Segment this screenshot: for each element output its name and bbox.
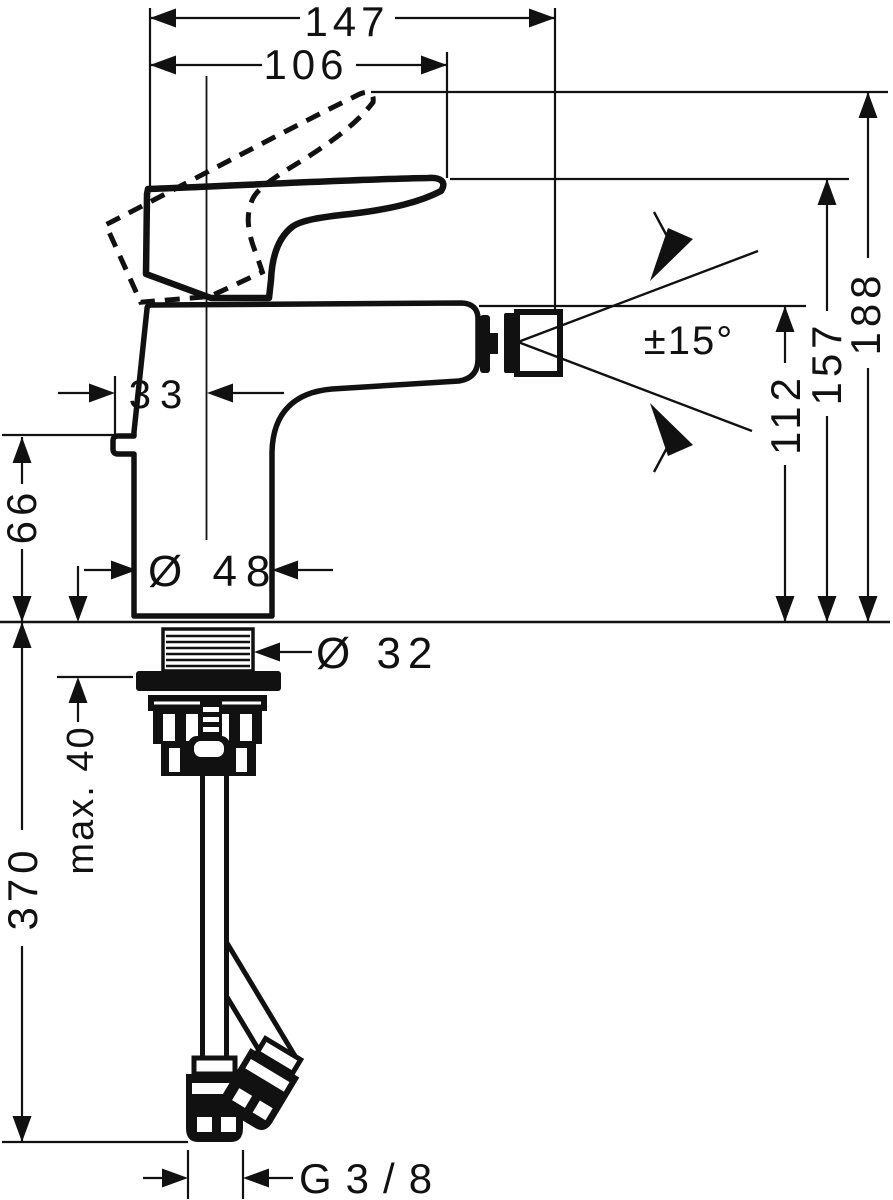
- aerator-outlet: [480, 309, 563, 377]
- dim-height-handle-raised: 188: [842, 270, 889, 355]
- dim-height-handle: 157: [803, 320, 850, 405]
- dimension-arrowheads: [12, 8, 878, 1188]
- swivel-arrow-down: [650, 403, 693, 456]
- swivel-line-up: [517, 249, 759, 344]
- dim-connection-thread: G3/8: [299, 1155, 446, 1200]
- dim-rod-offset: 33: [129, 373, 192, 417]
- dim-projection-total: 147: [304, 0, 389, 45]
- dim-swivel-angle: ±15°: [644, 319, 734, 363]
- dim-body-diameter: Ø 48: [148, 547, 279, 596]
- dim-max-mounting-thickness: max. 40: [60, 725, 102, 874]
- dim-rod-height: 66: [0, 488, 45, 545]
- swivel-arrow-up: [650, 228, 693, 281]
- supply-hoses: [186, 776, 305, 1142]
- mounting-hardware: [136, 627, 281, 776]
- washer: [136, 671, 281, 691]
- dim-shank-diameter: Ø 32: [316, 629, 439, 678]
- dim-projection-handle: 106: [263, 41, 348, 88]
- dim-hose-length: 370: [0, 845, 46, 930]
- faucet-body-group: [103, 89, 563, 619]
- dim-height-spout: 112: [762, 373, 809, 455]
- hose-collar: [191, 1055, 238, 1077]
- swivel-line-down: [517, 340, 753, 433]
- angled-hose-connector: [220, 1035, 305, 1131]
- faucet-body-outline: [110, 300, 481, 619]
- handle-outline: [142, 174, 447, 302]
- handle-raised-dashed-outline: [103, 89, 376, 305]
